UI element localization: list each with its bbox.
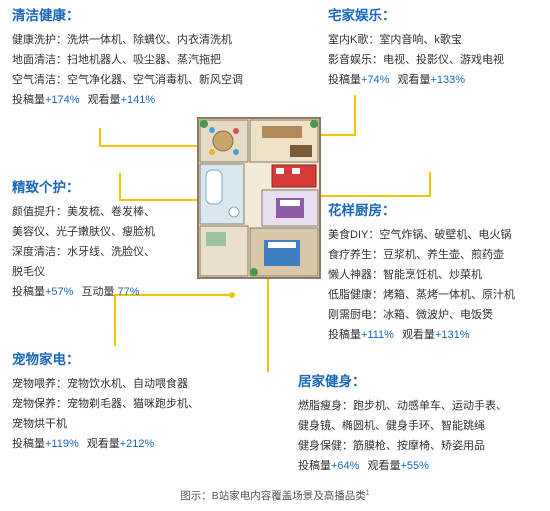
section-line: 刚需厨电：冰箱、微波炉、电饭煲: [328, 309, 493, 321]
stat-label: 观看量: [401, 329, 435, 341]
section-line: 美容仪、光子嫩肤仪、瘦脸机: [12, 226, 155, 238]
sofa: [262, 126, 302, 138]
stat-value: +174%: [45, 94, 80, 106]
stat-value: +212%: [119, 438, 155, 450]
apartment-floor-plan: [197, 117, 321, 279]
section-home-entertainment: 宅家娱乐： 室内K歌：室内音响、k歌宝 影音娱乐：电视、投影仪、游戏电视 投稿量…: [328, 8, 504, 90]
section-line: 颜值提升：美发梳、卷发棒、: [12, 206, 155, 218]
section-line: 宠物喂养：宠物饮水机、自动喂食器: [12, 378, 188, 390]
section-kitchen: 花样厨房： 美食DIY：空气炸锅、破壁机、电火锅 食疗养生：豆浆机、养生壶、煎药…: [328, 203, 515, 345]
section-line: 健身保健：筋膜枪、按摩椅、矫姿用品: [298, 440, 485, 452]
stat-value: +133%: [430, 74, 466, 86]
connector-pet: [114, 294, 232, 346]
section-home-fitness: 居家健身： 燃脂瘦身：跑步机、动感单车、运动手表、 健身镜、椭圆机、健身手环、智…: [298, 374, 507, 476]
caption-text: 图示：B站家电内容覆盖场景及高播品类: [180, 490, 366, 502]
stat-value: +119%: [45, 438, 79, 450]
section-title: 居家健身：: [298, 374, 366, 389]
section-personal-care: 精致个护： 颜值提升：美发梳、卷发棒、 美容仪、光子嫩肤仪、瘦脸机 深度清洁：水…: [12, 180, 155, 302]
caption-footnote-mark: 1: [365, 489, 370, 497]
stat-value: +131%: [434, 329, 470, 341]
section-line: 懒人神器：智能烹饪机、炒菜机: [328, 269, 482, 281]
stat-value: +74%: [361, 74, 390, 86]
connector-clean: [99, 128, 210, 147]
section-line: 低脂健康：烤箱、蒸烤一体机、原汁机: [328, 289, 515, 301]
stat-value: +111%: [361, 329, 394, 341]
section-line: 影音娱乐：电视、投影仪、游戏电视: [328, 54, 504, 66]
section-title: 宠物家电：: [12, 352, 80, 367]
section-line: 空气清洁：空气净化器、空气消毒机、新风空调: [12, 74, 243, 86]
stat-label: 观看量: [87, 94, 121, 106]
section-title: 花样厨房：: [328, 203, 396, 218]
stat-value: +57%: [45, 286, 74, 298]
stat-label: 互动量: [81, 286, 115, 298]
section-stats: 投稿量+119% 观看量+212%: [12, 434, 199, 454]
section-line: 宠物保养：宠物剃毛器、猫咪跑步机、: [12, 398, 199, 410]
stat-label: 投稿量: [298, 460, 331, 472]
section-title: 清洁健康：: [12, 8, 80, 23]
section-title: 宅家娱乐：: [328, 8, 396, 23]
section-line: 燃脂瘦身：跑步机、动感单车、运动手表、: [298, 400, 507, 412]
stat-label: 观看量: [397, 74, 431, 86]
section-stats: 投稿量+57% 互动量 77%: [12, 282, 155, 302]
section-clean-health: 清洁健康： 健康洗护：洗烘一体机、除螨仪、内衣清洗机 地面清洁：扫地机器人、吸尘…: [12, 8, 243, 110]
stat-value: +64%: [331, 460, 360, 472]
section-line: 健身镜、椭圆机、健身手环、智能跳绳: [298, 420, 485, 432]
section-line: 食疗养生：豆浆机、养生壶、煎药壶: [328, 249, 504, 261]
stat-label: 投稿量: [328, 74, 361, 86]
section-line: 地面清洁：扫地机器人、吸尘器、蒸汽拖把: [12, 54, 221, 66]
stat-value: 77%: [114, 286, 140, 298]
figure-caption: 图示：B站家电内容覆盖场景及高播品类1: [0, 488, 550, 503]
section-line: 深度清洁：水牙线、洗脸仪、: [12, 246, 155, 258]
stat-label: 投稿量: [328, 329, 361, 341]
stat-value: +55%: [400, 460, 429, 472]
stat-label: 观看量: [367, 460, 401, 472]
stat-value: +141%: [120, 94, 156, 106]
bathtub: [205, 169, 223, 205]
dining-table: [212, 130, 234, 152]
section-line: 脱毛仪: [12, 266, 45, 278]
section-pet-appliances: 宠物家电： 宠物喂养：宠物饮水机、自动喂食器 宠物保养：宠物剃毛器、猫咪跑步机、…: [12, 352, 199, 454]
stat-label: 投稿量: [12, 286, 45, 298]
section-stats: 投稿量+174% 观看量+141%: [12, 90, 243, 110]
section-stats: 投稿量+111% 观看量+131%: [328, 325, 515, 345]
connector-entertain: [318, 95, 356, 136]
section-stats: 投稿量+74% 观看量+133%: [328, 70, 504, 90]
connector-kitchen: [316, 172, 431, 197]
section-title: 精致个护：: [12, 180, 80, 195]
section-line: 美食DIY：空气炸锅、破壁机、电火锅: [328, 229, 512, 241]
section-line: 宠物烘干机: [12, 418, 67, 430]
stat-label: 观看量: [86, 438, 120, 450]
stat-label: 投稿量: [12, 94, 45, 106]
section-line: 健康洗护：洗烘一体机、除螨仪、内衣清洗机: [12, 34, 232, 46]
section-line: 室内K歌：室内音响、k歌宝: [328, 34, 462, 46]
stat-label: 投稿量: [12, 438, 45, 450]
section-stats: 投稿量+64% 观看量+55%: [298, 456, 507, 476]
connector-care: [119, 173, 212, 201]
